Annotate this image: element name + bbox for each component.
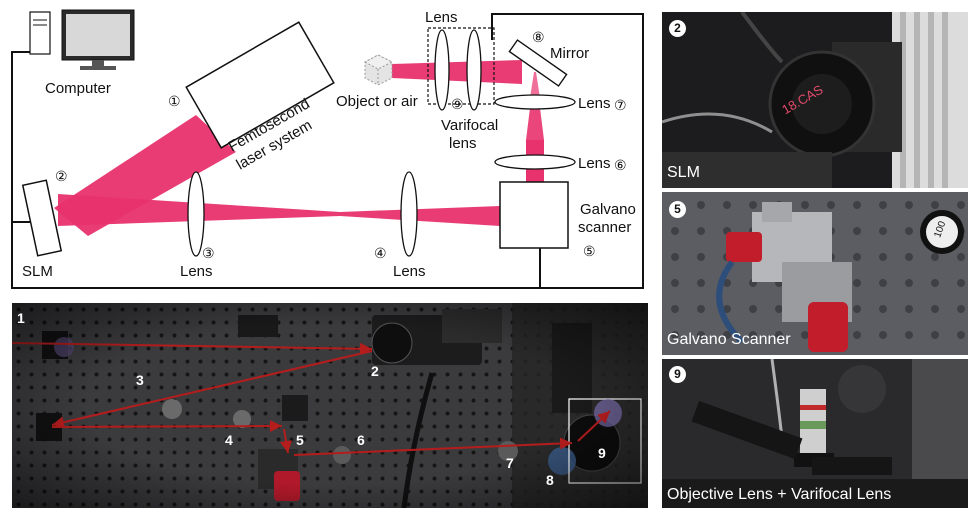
slm-photo-art xyxy=(662,12,968,188)
laser-beams xyxy=(54,60,544,236)
slm-photo-badge: 2 xyxy=(669,20,686,37)
mirror xyxy=(508,39,568,87)
lens-3-label: Lens xyxy=(180,263,213,280)
bench-marker-7: 7 xyxy=(506,455,514,471)
lens-6 xyxy=(494,154,576,170)
num-4: ④ xyxy=(374,245,387,261)
num-2: ② xyxy=(55,168,68,184)
lens-top-label: Lens xyxy=(425,9,458,26)
lens-varifocal-2 xyxy=(466,29,482,111)
lens-7-label: Lens xyxy=(578,95,611,112)
lens-3 xyxy=(187,171,205,257)
bench-marker-4: 4 xyxy=(225,432,233,448)
objective-photo-art xyxy=(662,359,968,508)
optical-schematic: Computer Femtosecond laser system ① ② SL… xyxy=(11,9,644,289)
varifocal-label-2: lens xyxy=(449,135,477,152)
varifocal-dotted-box xyxy=(427,27,495,105)
bench-marker-1: 1 xyxy=(17,310,25,326)
objective-photo xyxy=(662,359,968,508)
num-1: ① xyxy=(168,93,181,109)
bench-marker-2: 2 xyxy=(371,363,379,379)
lens-6-label: Lens xyxy=(578,155,611,172)
bench-photo xyxy=(12,303,648,508)
num-6: ⑥ xyxy=(614,157,627,173)
num-5: ⑤ xyxy=(583,243,596,259)
num-8: ⑧ xyxy=(532,29,545,45)
objective-photo-caption: Objective Lens + Varifocal Lens xyxy=(667,486,892,503)
computer-label: Computer xyxy=(45,80,111,97)
lens-4 xyxy=(400,171,418,257)
slm-box xyxy=(21,179,63,257)
slm-photo-caption: SLM xyxy=(667,164,700,181)
num-3: ③ xyxy=(202,245,215,261)
galvano-photo-badge: 5 xyxy=(669,201,686,218)
bench-marker-9: 9 xyxy=(598,445,606,461)
object-cube-icon xyxy=(363,54,394,86)
lens-7 xyxy=(494,94,576,110)
slm-label: SLM xyxy=(22,263,53,280)
galvano-box xyxy=(499,181,569,249)
computer-icon xyxy=(29,9,135,70)
galvano-label-1: Galvano xyxy=(580,201,636,218)
lens-4-label: Lens xyxy=(393,263,426,280)
object-label: Object or air xyxy=(336,93,418,110)
bench-marker-6: 6 xyxy=(357,432,365,448)
bench-marker-5: 5 xyxy=(296,432,304,448)
bench-marker-3: 3 xyxy=(136,372,144,388)
galvano-label-2: scanner xyxy=(578,219,631,236)
laser-box xyxy=(185,21,335,149)
varifocal-label-1: Varifocal xyxy=(441,117,498,134)
num-7: ⑦ xyxy=(614,97,627,113)
num-9: ⑨ xyxy=(451,96,464,112)
galvano-photo: 100 xyxy=(662,192,968,355)
slm-photo: 18.CAS xyxy=(662,12,968,188)
mirror-label: Mirror xyxy=(550,45,589,62)
galvano-photo-caption: Galvano Scanner xyxy=(667,331,791,348)
bench-marker-8: 8 xyxy=(546,472,554,488)
objective-photo-badge: 9 xyxy=(669,366,686,383)
lens-varifocal-1 xyxy=(434,29,450,111)
galvano-photo-art xyxy=(662,192,968,355)
